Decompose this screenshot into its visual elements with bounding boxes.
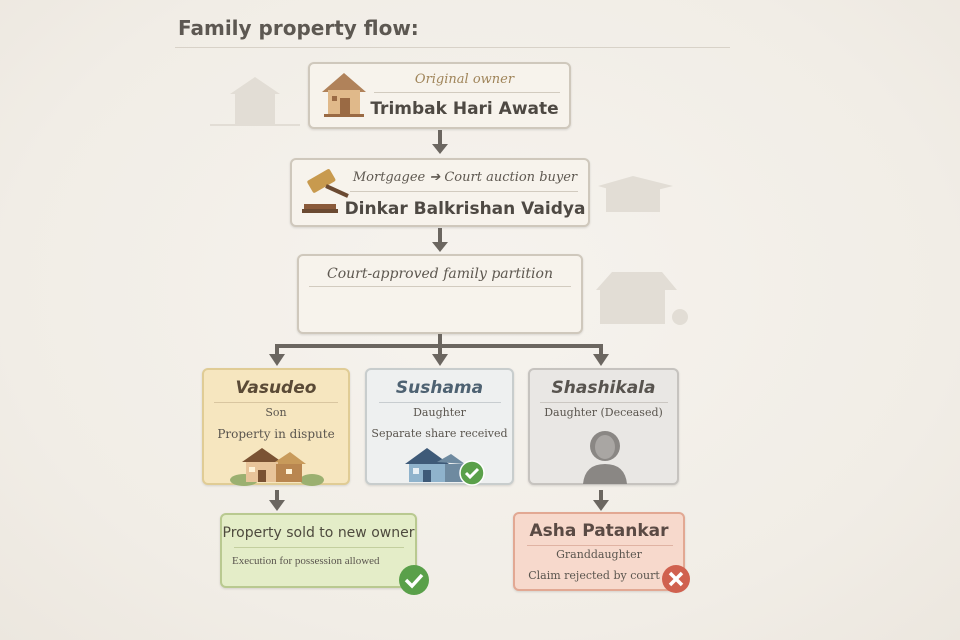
child-name: Shashikala — [551, 378, 656, 398]
auction-buyer-name: Dinkar Balkrishan Vaidya — [344, 199, 586, 219]
person-icon — [583, 431, 627, 484]
outcome-sold-note: Execution for possession allowed — [232, 555, 380, 567]
child-relation: Son — [265, 406, 287, 419]
faded-house-icon — [210, 77, 300, 126]
arrow-down — [432, 228, 448, 252]
arrow-down — [432, 130, 448, 154]
house-icon — [322, 73, 366, 117]
outcome-sold-title: Property sold to new owner — [222, 525, 415, 541]
page-title: Family property flow: — [178, 16, 419, 40]
child-note: Separate share received — [371, 427, 508, 440]
child-card-vasudeo: Vasudeo Son Property in dispute — [202, 368, 350, 486]
faded-house-solar-icon — [596, 272, 688, 325]
outcome-sold-box: Property sold to new owner Execution for… — [220, 513, 417, 588]
title-divider — [175, 47, 730, 48]
cross-circle-icon — [662, 565, 690, 593]
house-icon — [405, 448, 465, 482]
child-card-sushama: Sushama Daughter Separate share received — [365, 368, 514, 486]
gavel-icon — [302, 169, 349, 213]
child-relation: Daughter (Deceased) — [544, 406, 663, 419]
auction-buyer-box: Mortgagee ➔ Court auction buyer Dinkar B… — [290, 158, 590, 227]
asha-note: Claim rejected by court — [528, 569, 660, 582]
child-relation: Daughter — [413, 406, 466, 419]
child-name: Vasudeo — [235, 378, 317, 398]
asha-relation: Granddaughter — [556, 548, 642, 561]
original-owner-box: Original owner Trimbak Hari Awate — [308, 62, 571, 129]
check-circle-icon — [459, 460, 485, 486]
child-note: Property in dispute — [217, 427, 335, 441]
child-card-shashikala: Shashikala Daughter (Deceased) — [528, 368, 679, 485]
asha-name: Asha Patankar — [529, 521, 669, 541]
original-owner-label: Original owner — [414, 72, 515, 87]
partition-box: Court-approved family partition — [297, 254, 583, 334]
faded-graduation-cap-icon — [598, 176, 673, 212]
original-owner-name: Trimbak Hari Awate — [370, 99, 559, 119]
house-icon — [230, 448, 324, 486]
auction-buyer-label: Mortgagee ➔ Court auction buyer — [352, 170, 578, 185]
check-circle-icon — [399, 565, 429, 595]
child-name: Sushama — [395, 378, 484, 398]
partition-label: Court-approved family partition — [327, 266, 553, 282]
outcome-asha-box: Asha Patankar Granddaughter Claim reject… — [513, 512, 685, 591]
